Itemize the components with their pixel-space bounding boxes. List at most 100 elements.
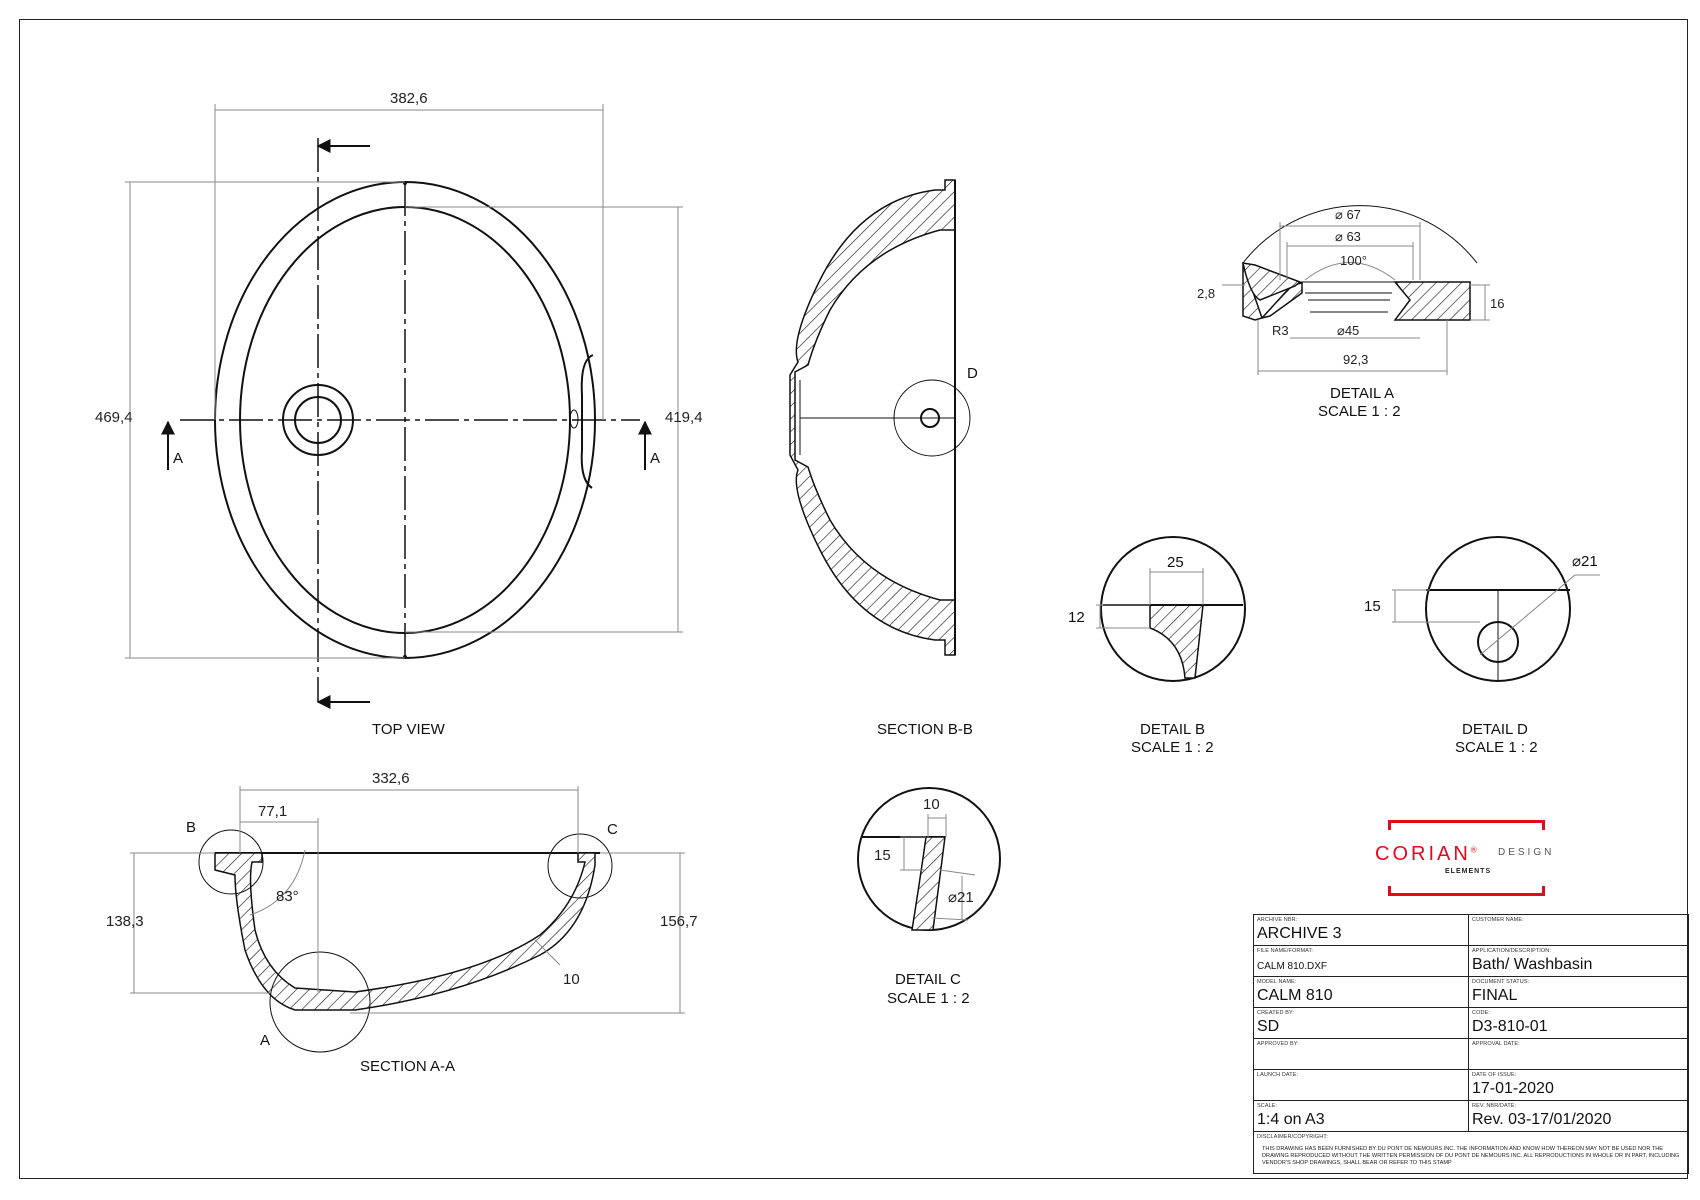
title-block-cell: DATE OF ISSUE: 17-01-2020 xyxy=(1469,1070,1690,1100)
title-block-cell: FILE NAME/FORMAT: CALM 810.DXF xyxy=(1254,946,1469,976)
dim-a-d67: 67 xyxy=(1346,207,1360,222)
overflow-hole xyxy=(569,409,579,429)
dim-aa-height-right: 156,7 xyxy=(660,913,698,930)
disclaimer-text: THIS DRAWING HAS BEEN FURNISHED BY DU PO… xyxy=(1262,1146,1680,1166)
field-caption: LAUNCH DATE: xyxy=(1257,1072,1299,1078)
dim-a-w: 92,3 xyxy=(1343,352,1368,367)
detail-d-callout xyxy=(893,379,971,457)
scale-detail-a: SCALE 1 : 2 xyxy=(1318,403,1401,420)
title-block-cell: CODE: D3-810-01 xyxy=(1469,1008,1690,1038)
detail-mark-b: B xyxy=(186,819,196,836)
dim-a-r: R3 xyxy=(1272,323,1289,338)
scale-detail-b: SCALE 1 : 2 xyxy=(1131,739,1214,756)
dim-aa-offset: 77,1 xyxy=(258,803,287,820)
dim-b-h: 12 xyxy=(1068,609,1085,626)
dim-inner-depth: 419,4 xyxy=(665,409,703,426)
overflow-bulge xyxy=(580,354,594,489)
field-value: Bath/ Washbasin xyxy=(1472,956,1593,973)
detail-a-callout xyxy=(269,951,371,1053)
dim-a-angle: 100° xyxy=(1340,253,1367,268)
field-caption: APPLICATION/DESCRIPTION: xyxy=(1472,948,1552,954)
title-block-cell: CREATED BY: SD xyxy=(1254,1008,1469,1038)
field-caption: CODE: xyxy=(1472,1010,1490,1016)
field-value: D3-810-01 xyxy=(1472,1018,1548,1035)
title-block-cell: DOCUMENT STATUS:FINAL xyxy=(1469,977,1690,1007)
field-caption: MODEL NAME: xyxy=(1257,979,1297,985)
svg-text:⌀ 63: ⌀ 63 xyxy=(1335,229,1361,244)
svg-text:⌀21: ⌀21 xyxy=(948,889,974,906)
title-block-cell: ARCHIVE NBR: ARCHIVE 3 xyxy=(1254,915,1469,945)
dim-b-w: 25 xyxy=(1167,554,1184,571)
detail-d: ⌀21 15 DETAIL D SCALE 1 : 2 xyxy=(1364,536,1600,756)
dim-d-d: 21 xyxy=(1581,553,1598,570)
detail-c-hatch xyxy=(911,836,946,931)
field-caption: CREATED BY: xyxy=(1257,1010,1295,1016)
dim-a-d63: 63 xyxy=(1346,229,1360,244)
field-caption: APPROVAL DATE: xyxy=(1472,1041,1520,1047)
field-caption: ARCHIVE NBR: xyxy=(1257,917,1298,923)
svg-text:⌀45: ⌀45 xyxy=(1337,323,1359,338)
caption-detail-a: DETAIL A xyxy=(1330,385,1394,402)
dim-overall-width: 382,6 xyxy=(390,90,428,107)
detail-mark-d: D xyxy=(967,365,978,382)
logo-reg: ® xyxy=(1470,845,1477,855)
field-value: 17-01-2020 xyxy=(1472,1080,1554,1097)
field-value: ARCHIVE 3 xyxy=(1257,925,1342,942)
title-block-cell: REV. NBR/DATE: Rev. 03-17/01/2020 xyxy=(1469,1101,1690,1131)
title-block-cell: MODEL NAME:CALM 810 xyxy=(1254,977,1469,1007)
logo-bracket-bottom xyxy=(1388,886,1545,896)
caption-detail-d: DETAIL D xyxy=(1462,721,1528,738)
title-block-cell: CUSTOMER NAME: xyxy=(1469,915,1690,945)
field-value: 1:4 on A3 xyxy=(1257,1111,1325,1128)
title-block-row: LAUNCH DATE: DATE OF ISSUE: 17-01-2020 xyxy=(1254,1070,1688,1101)
svg-text:⌀21: ⌀21 xyxy=(1572,553,1598,570)
dim-d-h: 15 xyxy=(1364,598,1381,615)
dim-a-d45: 45 xyxy=(1345,323,1359,338)
field-value: Rev. 03-17/01/2020 xyxy=(1472,1111,1612,1128)
logo-brand: CORIAN xyxy=(1375,843,1471,865)
field-caption: APPROVED BY: xyxy=(1257,1041,1299,1047)
caption-section-aa: SECTION A-A xyxy=(360,1058,455,1075)
dim-a-h: 16 xyxy=(1490,296,1504,311)
field-caption: REV. NBR/DATE: xyxy=(1472,1103,1517,1109)
dim-overall-depth: 469,4 xyxy=(95,409,133,426)
field-caption: DATE OF ISSUE: xyxy=(1472,1072,1517,1078)
detail-mark-a: A xyxy=(260,1032,270,1049)
section-aa: B C A 332,6 77,1 83° 138,3 156,7 10 SECT… xyxy=(106,770,698,1075)
caption-top-view: TOP VIEW xyxy=(372,721,446,738)
title-block-cell: APPROVED BY: xyxy=(1254,1039,1469,1069)
dim-a-t: 2,8 xyxy=(1197,286,1215,301)
top-view: A A 382,6 469,4 419,4 TOP VIEW xyxy=(95,90,703,738)
section-mark-right: A xyxy=(650,450,660,467)
dim-c-d: 21 xyxy=(957,889,974,906)
field-value: CALM 810.DXF xyxy=(1257,961,1328,972)
section-bb: D SECTION B-B xyxy=(789,179,978,738)
scale-detail-c: SCALE 1 : 2 xyxy=(887,990,970,1007)
detail-c-callout xyxy=(547,833,613,899)
title-block-row: APPROVED BY: APPROVAL DATE: xyxy=(1254,1039,1688,1070)
disclaimer-section: DISCLAIMER/COPYRIGHT:THIS DRAWING HAS BE… xyxy=(1254,1132,1688,1175)
dim-aa-wall: 10 xyxy=(563,971,580,988)
dim-c-w: 10 xyxy=(923,796,940,813)
dim-aa-height-left: 138,3 xyxy=(106,913,144,930)
detail-b-hatch xyxy=(1149,604,1204,679)
field-caption: FILE NAME/FORMAT: xyxy=(1257,948,1313,954)
detail-a-right-hatch xyxy=(1393,281,1471,321)
logo-bracket-top xyxy=(1388,820,1545,830)
dim-aa-length: 332,6 xyxy=(372,770,410,787)
detail-a: ⌀ 67 ⌀ 63 100° 2,8 16 R3 ⌀45 92,3 DETAIL… xyxy=(1197,205,1504,420)
scale-detail-d: SCALE 1 : 2 xyxy=(1455,739,1538,756)
logo-design: DESIGN xyxy=(1498,847,1555,858)
dim-c-h: 15 xyxy=(874,847,891,864)
caption-detail-b: DETAIL B xyxy=(1140,721,1205,738)
detail-b-callout xyxy=(198,829,264,895)
corian-design-logo: CORIAN® DESIGN ELEMENTS xyxy=(1375,820,1551,896)
title-block-cell: APPROVAL DATE: xyxy=(1469,1039,1690,1069)
drawing-frame xyxy=(19,19,1688,1179)
title-block-cell: LAUNCH DATE: xyxy=(1254,1070,1469,1100)
field-value: SD xyxy=(1257,1018,1280,1035)
